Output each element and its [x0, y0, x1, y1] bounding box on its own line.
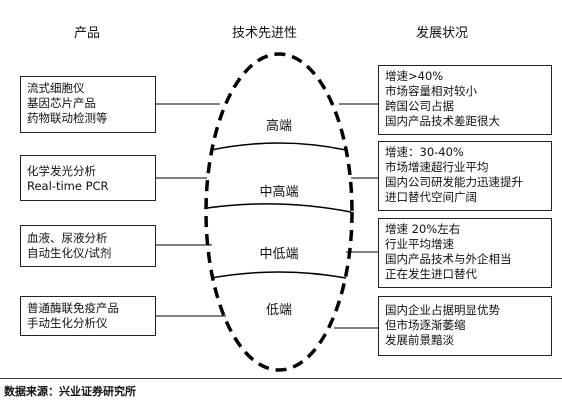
footer-divider	[0, 378, 562, 379]
header-tech: 技术先进性	[232, 26, 298, 41]
product-item: Real-time PCR	[27, 179, 109, 193]
data-source: 数据来源：兴业证券研究所	[4, 385, 136, 398]
status-item: 增速：30-40%	[385, 145, 464, 159]
status-box-low: 国内企业占据明显优势 但市场逐渐萎缩 发展前景黯淡	[378, 296, 552, 356]
product-item: 药物联动检测等	[27, 111, 108, 125]
status-item: 国内公司研发能力迅速提升	[385, 175, 523, 189]
status-box-mid-high: 增速：30-40% 市场增速超行业平均 国内公司研发能力迅速提升 进口替代空间广…	[378, 141, 552, 211]
technology-ellipse	[156, 52, 378, 372]
status-item: 但市场逐渐萎缩	[385, 318, 466, 332]
status-item: 增速>40%	[385, 69, 444, 83]
status-item: 国内产品技术与外企相当	[385, 252, 512, 266]
tier-label-high: 高端	[265, 119, 292, 134]
status-item: 进口替代空间广阔	[385, 190, 477, 204]
product-box-mid-high: 化学发光分析 Real-time PCR	[20, 155, 156, 201]
separator-1	[210, 142, 347, 151]
product-box-high: 流式细胞仪 基因芯片产品 药物联动检测等	[20, 76, 156, 133]
product-box-mid-low: 血液、尿液分析 自动生化仪/试剂	[20, 225, 156, 267]
tier-label-low: 低端	[265, 303, 292, 318]
product-item: 自动生化仪/试剂	[27, 246, 112, 260]
tier-label-mid-high: 中高端	[259, 185, 299, 200]
status-box-high: 增速>40% 市场容量相对较小 跨国公司占据 国内产品技术差距很大	[378, 65, 552, 135]
status-item: 市场容量相对较小	[385, 84, 477, 98]
product-item: 普通酶联免疫产品	[27, 301, 119, 315]
product-box-low: 普通酶联免疫产品 手动生化分析仪	[20, 296, 156, 336]
product-item: 流式细胞仪	[27, 81, 85, 95]
status-item: 增速 20%左右	[385, 222, 461, 236]
status-item: 行业平均增速	[385, 237, 454, 251]
product-item: 血液、尿液分析	[27, 231, 108, 245]
status-item: 国内产品技术差距很大	[385, 114, 500, 128]
status-item: 市场增速超行业平均	[385, 160, 489, 174]
status-item: 国内企业占据明显优势	[385, 303, 500, 317]
status-box-mid-low: 增速 20%左右 行业平均增速 国内产品技术与外企相当 正在发生进口替代	[378, 218, 552, 288]
header-status: 发展状况	[416, 26, 469, 41]
separator-2	[206, 203, 352, 213]
product-item: 基因芯片产品	[27, 96, 96, 110]
status-item: 跨国公司占据	[385, 99, 454, 113]
status-item: 正在发生进口替代	[385, 267, 477, 281]
header-product: 产品	[74, 26, 101, 41]
product-item: 化学发光分析	[27, 164, 96, 178]
product-item: 手动生化分析仪	[27, 316, 108, 330]
separator-3	[210, 271, 347, 279]
ellipse-outline	[204, 52, 354, 372]
status-item: 发展前景黯淡	[385, 333, 454, 347]
tier-label-mid-low: 中低端	[259, 247, 299, 262]
